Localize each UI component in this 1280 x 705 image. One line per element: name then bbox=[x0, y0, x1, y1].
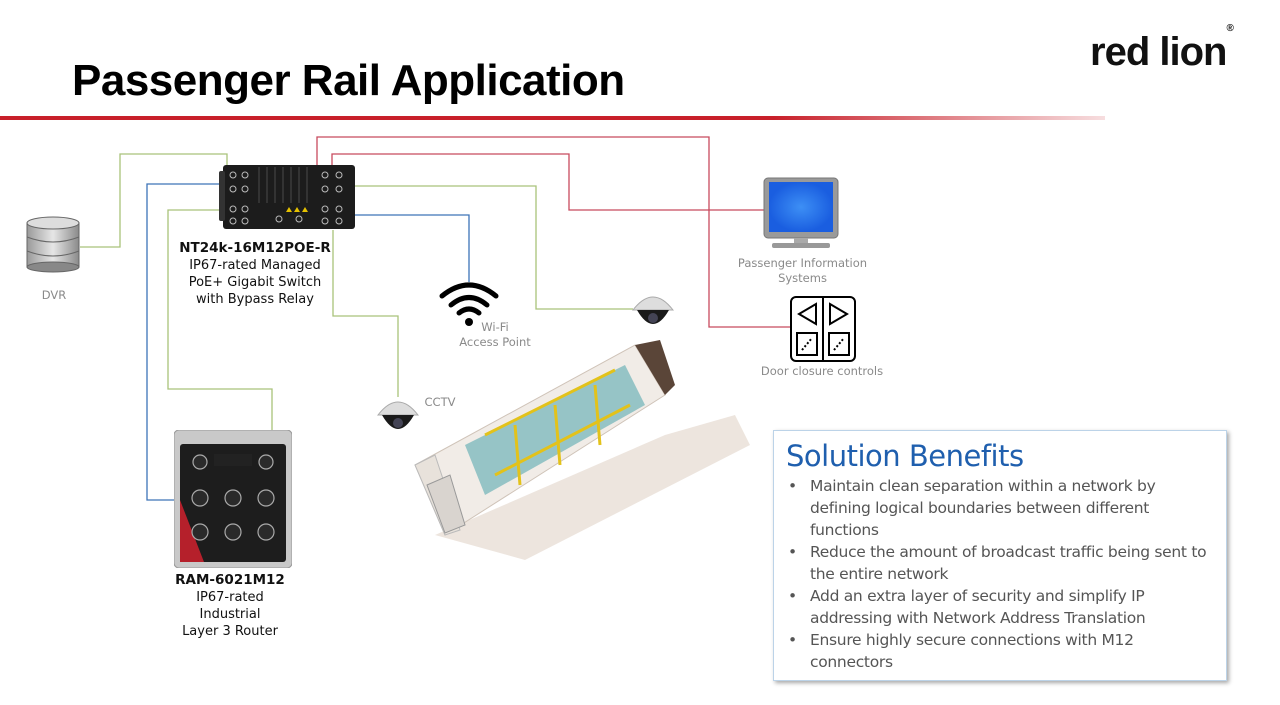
router-line3: Layer 3 Router bbox=[182, 624, 278, 639]
pis-caption: Passenger Information Systems bbox=[730, 256, 875, 286]
benefits-heading: Solution Benefits bbox=[786, 439, 1024, 473]
dome-camera-icon bbox=[631, 296, 675, 324]
wire-door bbox=[316, 136, 792, 328]
benefit-item: Maintain clean separation within a netwo… bbox=[788, 475, 1214, 541]
benefit-item: Ensure highly secure connections with M1… bbox=[788, 629, 1214, 673]
door-label: Door closure controls bbox=[760, 364, 884, 378]
wire-camera-top bbox=[355, 185, 633, 310]
logo-text: red lion bbox=[1090, 30, 1227, 74]
wire-router-blue bbox=[146, 183, 227, 501]
dvr-label: DVR bbox=[41, 288, 67, 302]
benefit-item: Reduce the amount of broadcast traffic b… bbox=[788, 541, 1214, 585]
router-model: RAM-6021M12 bbox=[175, 572, 285, 588]
wifi-caption: Wi-Fi Access Point bbox=[450, 320, 540, 350]
wifi-icon bbox=[439, 282, 499, 326]
router-line1: IP67-rated bbox=[196, 590, 264, 605]
benefits-list: Maintain clean separation within a netwo… bbox=[786, 475, 1214, 673]
monitor-icon bbox=[763, 177, 839, 248]
wire-router-green bbox=[167, 209, 273, 432]
page-title: Passenger Rail Application bbox=[72, 56, 625, 105]
switch-line2: PoE+ Gigabit Switch bbox=[188, 275, 322, 290]
door-controls-icon bbox=[790, 296, 856, 362]
switch-image bbox=[219, 165, 355, 229]
wifi-line2: Access Point bbox=[459, 335, 531, 349]
switch-model: NT24k-16M12POE-R bbox=[179, 240, 331, 256]
benefit-item: Add an extra layer of security and simpl… bbox=[788, 585, 1214, 629]
wire-pis bbox=[331, 153, 766, 211]
wire-wifi bbox=[355, 214, 470, 282]
solution-benefits-panel: Solution Benefits Maintain clean separat… bbox=[773, 430, 1227, 681]
logo-mark: ® bbox=[1226, 22, 1233, 34]
router-line2: Industrial bbox=[199, 607, 261, 622]
database-icon bbox=[26, 216, 80, 273]
pis-line2: Systems bbox=[778, 271, 827, 285]
wire-cctv bbox=[332, 230, 399, 397]
wire-dvr bbox=[80, 153, 228, 248]
red-lion-logo: red lion® bbox=[1090, 23, 1234, 75]
switch-caption: NT24k-16M12POE-R IP67-rated Managed PoE+… bbox=[150, 240, 360, 308]
cctv-camera-icon bbox=[376, 401, 420, 429]
cctv-label: CCTV bbox=[424, 395, 456, 409]
title-divider bbox=[0, 116, 1105, 120]
wifi-line1: Wi-Fi bbox=[481, 320, 509, 334]
pis-line1: Passenger Information bbox=[737, 256, 868, 270]
router-image bbox=[174, 430, 292, 568]
switch-line3: with Bypass Relay bbox=[196, 292, 314, 307]
train-car-illustration bbox=[414, 340, 750, 560]
switch-line1: IP67-rated Managed bbox=[189, 258, 321, 273]
router-caption: RAM-6021M12 IP67-rated Industrial Layer … bbox=[130, 572, 330, 640]
